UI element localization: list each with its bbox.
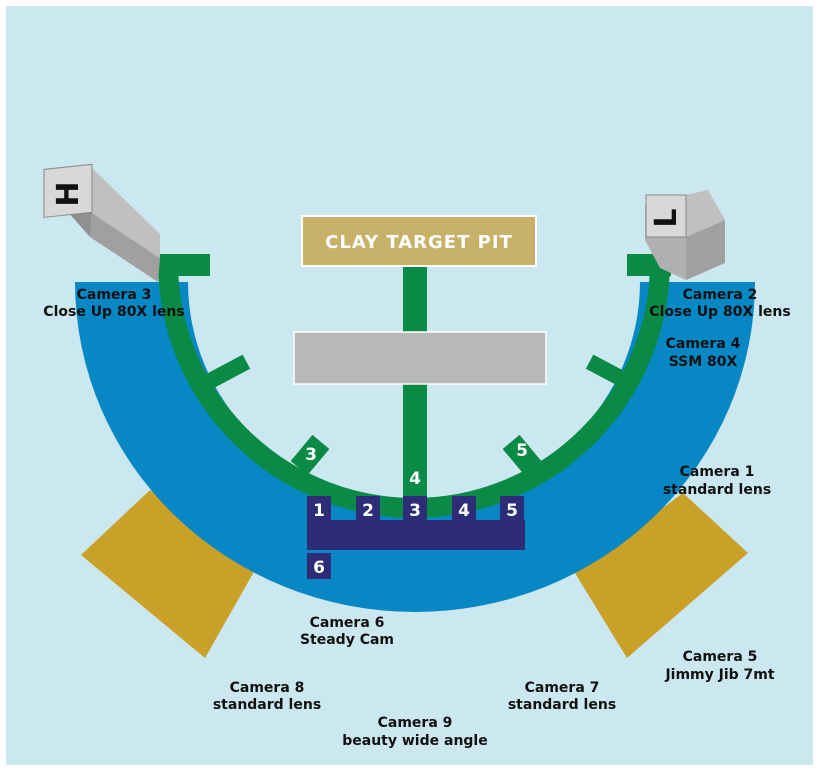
svg-text:Close Up 80X lens: Close Up 80X lens [649,304,790,320]
position-box-5: 5 [500,496,524,522]
position-box-1: 1 [307,496,331,522]
track-spur-right [585,354,633,390]
trap-house-letter-h: H [51,181,86,206]
jib-zone-right [575,493,748,658]
svg-text:Camera 2: Camera 2 [683,287,758,303]
svg-text:3: 3 [409,501,421,521]
camera-2-label: Camera 2 Close Up 80X lens [649,287,790,320]
svg-text:1: 1 [313,501,325,521]
svg-text:Camera 9: Camera 9 [378,715,453,731]
svg-text:4: 4 [458,501,470,521]
track-spur-3 [290,434,330,476]
track-spur-5 [502,434,542,476]
svg-text:standard lens: standard lens [663,482,771,498]
camera-platform [307,520,525,550]
position-box-4: 4 [452,496,476,522]
clay-target-pit [301,215,537,267]
svg-text:Close Up 80X lens: Close Up 80X lens [43,304,184,320]
track-number-4: 4 [409,469,421,489]
track-number-3: 3 [305,445,317,465]
svg-text:Camera 4: Camera 4 [666,336,741,352]
track-number-5: 5 [516,441,528,461]
position-box-2: 2 [356,496,380,522]
arena-band [75,282,755,612]
svg-text:Camera 7: Camera 7 [525,680,600,696]
trap-house-low: L [645,190,725,280]
svg-text:Steady Cam: Steady Cam [300,632,394,648]
svg-text:Camera 6: Camera 6 [310,615,385,631]
trap-house-letter-l: L [649,208,684,227]
camera-3-label: Camera 3 Close Up 80X lens [43,287,184,320]
svg-text:Camera 5: Camera 5 [683,649,758,665]
camera-5-label: Camera 5 Jimmy Jib 7mt [664,649,774,683]
trap-house-high: H [43,163,160,282]
svg-text:Camera 8: Camera 8 [230,680,305,696]
svg-text:standard lens: standard lens [213,697,321,713]
camera-9-label: Camera 9 beauty wide angle [342,715,487,749]
svg-text:5: 5 [506,501,518,521]
svg-text:Jimmy Jib 7mt: Jimmy Jib 7mt [664,667,774,683]
grey-block [293,331,547,385]
svg-text:standard lens: standard lens [508,697,616,713]
steadycam-box-6: 6 [307,553,331,579]
track-end-left [158,254,210,276]
jib-zone-left [81,490,255,658]
svg-text:Camera 3: Camera 3 [77,287,152,303]
svg-text:2: 2 [362,501,374,521]
svg-text:beauty wide angle: beauty wide angle [342,733,487,749]
svg-text:SSM 80X: SSM 80X [669,354,738,370]
camera-4-label: Camera 4 SSM 80X [666,336,741,370]
svg-text:6: 6 [313,558,325,578]
svg-text:Camera 1: Camera 1 [680,464,755,480]
track-spur-left [203,354,251,390]
camera-1-label: Camera 1 standard lens [663,464,771,498]
camera-8-label: Camera 8 standard lens [213,680,321,713]
camera-7-label: Camera 7 standard lens [508,680,616,713]
camera-6-label: Camera 6 Steady Cam [300,615,394,648]
position-box-3: 3 [403,496,427,522]
clay-target-pit-label: CLAY TARGET PIT [325,232,513,253]
